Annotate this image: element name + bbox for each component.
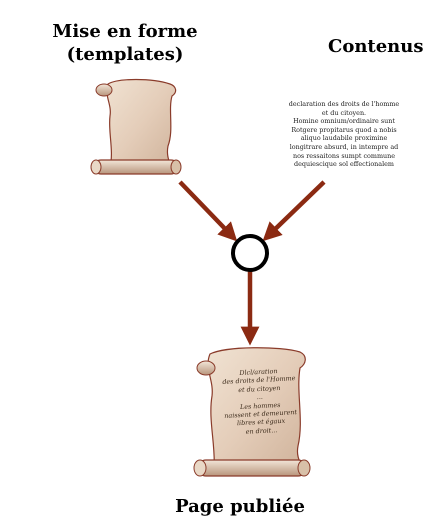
published-label: Page publiée [175,496,305,517]
published-text-block: Dlcl/aration des droits de l'Homme et du… [212,366,307,438]
contenus-label: Contenus [328,36,424,57]
merge-node [231,234,269,272]
contenus-text-line: Rotgere propitarus quod a nobis [291,125,397,134]
templates-scroll-icon [90,78,182,175]
contenus-text-line: et du citoyen. [321,108,367,117]
arrow-templates-to-merge [178,180,238,242]
templates-label-line1: Mise en forme [52,21,198,42]
templates-label-line2: (templates) [66,44,184,65]
contenus-text-line: dequiescique sol effectionalem [294,160,394,169]
contenus-text-line: Homine omnium/ordinaire sunt [293,117,395,126]
contenus-text-line: longitrare absurd, in intempre ad [289,142,399,151]
published-scroll-icon [193,347,311,477]
arrow-contenus-to-merge [262,180,326,242]
contenus-text-line: aliquo laudabile proximine [300,134,388,143]
contenus-text-block: declaration des droits de l'homme et du … [282,100,406,169]
contenus-text-line: declaration des droits de l'homme [288,100,400,108]
templates-label: Mise en forme (templates) [40,20,210,66]
contenus-text-line: nos ressaitons sumpt commune [292,151,396,160]
